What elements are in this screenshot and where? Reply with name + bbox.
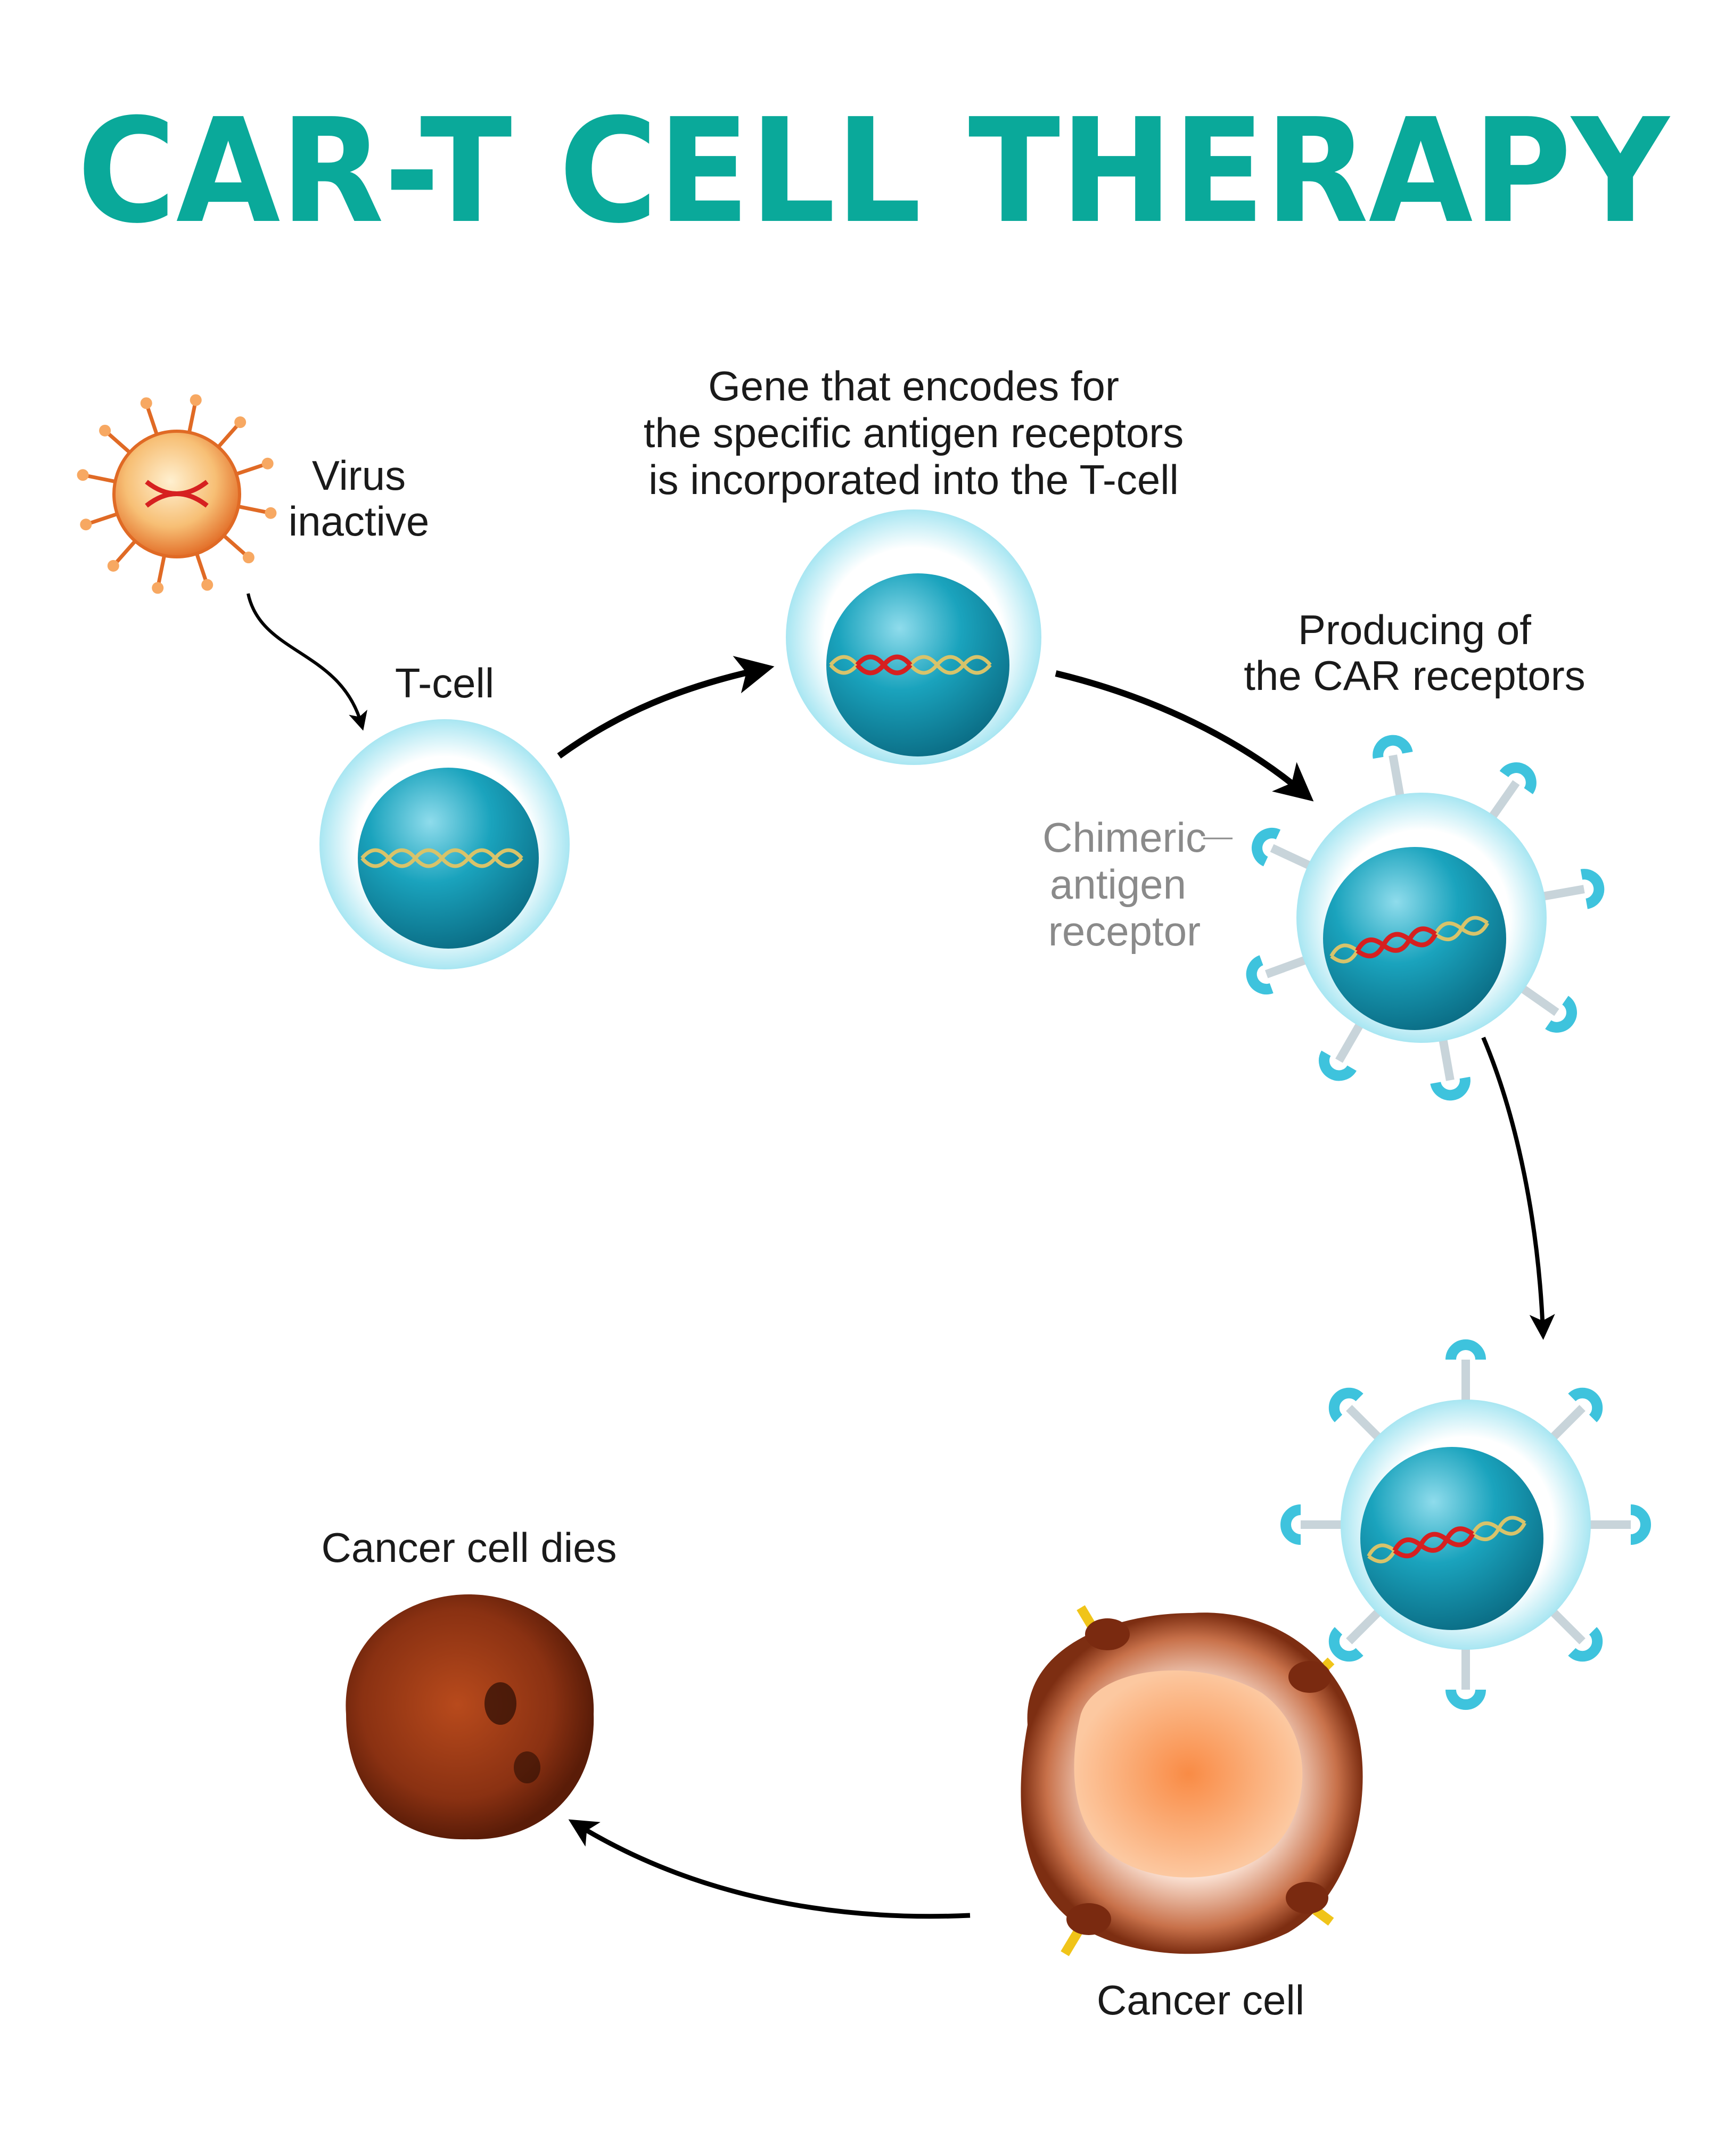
gene-label: Gene that encodes for [708,363,1119,409]
cancer-cell-label: Cancer cell [1097,1977,1304,2023]
receptor-stalk [1346,1405,1386,1445]
producing-label: the CAR receptors [1244,652,1586,699]
car-receptor-icon [1630,1504,1651,1545]
virus-icon [112,430,241,558]
receptor-stalk [1346,1604,1386,1644]
car-t-cell-binding [1280,1339,1651,1710]
t-cell-modified [786,509,1041,765]
virus-spike-tip [234,416,247,429]
virus-spike-tip [201,579,213,591]
cancer-dies-label: Cancer cell dies [322,1524,617,1571]
tcell-label: T-cell [395,660,494,706]
virus-spike-tip [190,394,202,406]
receptor-stalk [1264,953,1313,978]
nucleus [1323,847,1506,1030]
car-receptor-icon [1319,1050,1357,1081]
virus-spike-tip [152,582,164,594]
car-receptor-icon [1246,955,1274,995]
gene-label: is incorporated into the T-cell [648,456,1179,503]
virus-spike-tip [242,552,254,564]
car-receptor-icon [1499,762,1537,794]
t-cell [319,719,570,969]
virus-spike-tip [80,519,92,531]
virus-spike-tip [265,507,277,519]
virus-label: inactive [289,498,429,545]
car-receptor-icon [1252,828,1281,867]
car-receptor-icon [1568,1387,1603,1422]
car-receptor-icon [1545,995,1577,1033]
car-receptor-icon [1568,1627,1603,1662]
receptor-stalk [1270,844,1317,873]
virus-spike-tip [99,424,111,437]
receptor-stalk [1335,1017,1367,1063]
receptor-stalk [1545,1405,1586,1445]
car-t-cell [1246,735,1605,1101]
dna-icon [360,848,523,868]
virus-label: Virus [312,452,406,499]
car-receptor-icon [1280,1504,1301,1545]
arrow-tcell-to-gene [557,656,775,759]
arrow-producing-to-binding [1481,1036,1555,1340]
receptor-stalk [1485,780,1520,825]
arrow-gene-to-producing [1055,670,1314,802]
arrow-cancer-to-dead [568,1819,971,1919]
producing-label: Producing of [1298,606,1531,653]
chimeric-label: receptor [1048,908,1201,954]
arrow-virus-to-tcell [247,593,367,731]
virus-spike-tip [107,559,119,572]
car-receptor-icon [1580,869,1605,909]
car-receptor-icon [1445,1689,1486,1710]
car-receptor-icon [1430,1076,1471,1101]
cancer-cell [1021,1605,1363,1956]
virus-spike-tip [77,469,89,481]
car-receptor-icon [1328,1387,1363,1422]
dead-cancer-cell [346,1594,594,1840]
dna-icon [1392,1526,1475,1559]
gene-label: the specific antigen receptors [644,409,1184,456]
virus-spike-tip [261,457,274,470]
nucleus [1360,1447,1543,1630]
page-title: CAR-T CELL THERAPY [77,87,1671,255]
dna-icon [1355,926,1438,959]
chimeric-label: Chimeric [1042,814,1206,861]
car-receptor-icon [1445,1339,1486,1360]
receptor-stalk [1545,1604,1586,1644]
chimeric-label: antigen [1050,861,1186,908]
virus-spikes [77,394,277,594]
car-receptor-icon [1328,1627,1363,1662]
car-receptor-icon [1373,735,1413,759]
virus-spike-tip [140,397,152,409]
